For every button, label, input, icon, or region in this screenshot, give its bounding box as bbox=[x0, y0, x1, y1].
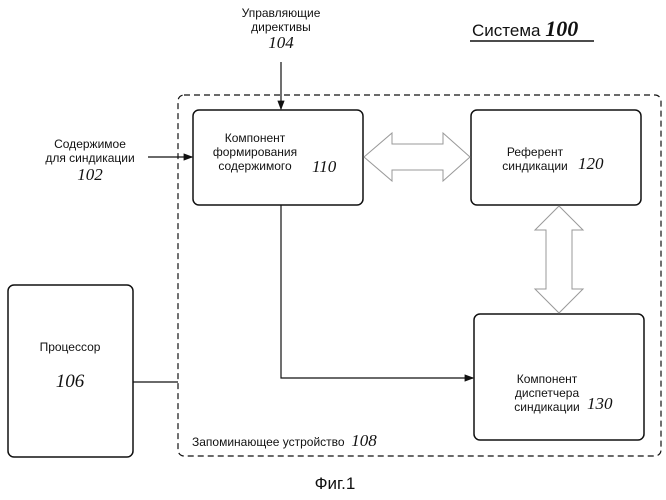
content-component-number: 110 bbox=[312, 160, 336, 174]
double-arrow-vertical bbox=[535, 206, 583, 313]
processor-number: 106 bbox=[20, 375, 120, 389]
directives-number: 104 bbox=[226, 34, 336, 52]
content-component-line3: содержимого bbox=[205, 159, 305, 173]
system-number: 100 bbox=[545, 16, 578, 41]
referent-line1: Референт bbox=[495, 145, 575, 159]
dispatcher-label: Компонент диспетчера синдикации bbox=[502, 372, 592, 414]
content-component-label: Компонент формирования содержимого bbox=[205, 131, 305, 173]
content-component-line1: Компонент bbox=[205, 131, 305, 145]
content-label: Содержимое для синдикации 102 bbox=[40, 137, 140, 185]
storage-label-text: Запоминающее устройство bbox=[192, 435, 345, 449]
directives-line2: директивы bbox=[226, 20, 336, 34]
processor-label: Процессор bbox=[20, 340, 120, 354]
content-component-line2: формирования bbox=[205, 145, 305, 159]
content-line2: для синдикации bbox=[40, 151, 140, 165]
system-title: Система 100 bbox=[472, 18, 578, 42]
referent-line2: синдикации bbox=[495, 159, 575, 173]
storage-label: Запоминающее устройство 108 bbox=[192, 434, 377, 449]
directives-label: Управляющие директивы 104 bbox=[226, 6, 336, 52]
system-title-label: Система bbox=[472, 21, 540, 40]
dispatcher-line3: синдикации bbox=[502, 400, 592, 414]
content-to-dispatcher-arrow bbox=[281, 205, 473, 378]
referent-label: Референт синдикации bbox=[495, 145, 575, 173]
content-number: 102 bbox=[40, 165, 140, 185]
dispatcher-line1: Компонент bbox=[502, 372, 592, 386]
dispatcher-line2: диспетчера bbox=[502, 386, 592, 400]
figure-caption: Фиг.1 bbox=[290, 474, 380, 494]
content-line1: Содержимое bbox=[40, 137, 140, 151]
dispatcher-number: 130 bbox=[587, 397, 613, 411]
directives-line1: Управляющие bbox=[226, 6, 336, 20]
double-arrow-horizontal bbox=[364, 133, 470, 181]
storage-number: 108 bbox=[351, 431, 377, 450]
referent-number: 120 bbox=[578, 157, 604, 171]
